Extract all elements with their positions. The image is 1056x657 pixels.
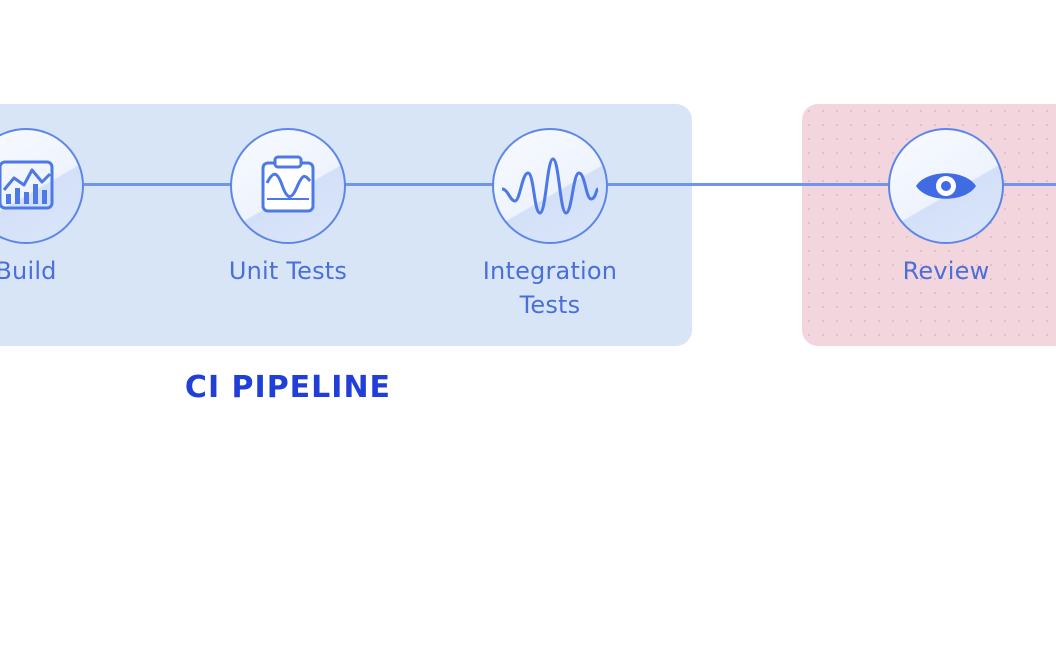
- clipboard-icon: [255, 153, 321, 219]
- stage-label-integration-tests: Integration Tests: [482, 257, 618, 319]
- connector-build-unit-tests: [84, 183, 232, 186]
- waveform-icon: [500, 151, 600, 221]
- stage-unit-tests: [230, 128, 346, 244]
- connector-unit-integration: [344, 183, 494, 186]
- stage-label-build: Build: [0, 257, 57, 285]
- stage-label-review: Review: [902, 257, 990, 285]
- stage-integration-tests: [492, 128, 608, 244]
- eye-icon: [913, 164, 979, 208]
- stage-label-unit-tests: Unit Tests: [228, 257, 348, 285]
- bar-chart-icon: [0, 154, 58, 218]
- ci-pipeline-title: CI PIPELINE: [184, 370, 392, 405]
- connector-integration-review: [606, 183, 890, 186]
- stage-review: [888, 128, 1004, 244]
- connector-review-next: [1002, 183, 1056, 186]
